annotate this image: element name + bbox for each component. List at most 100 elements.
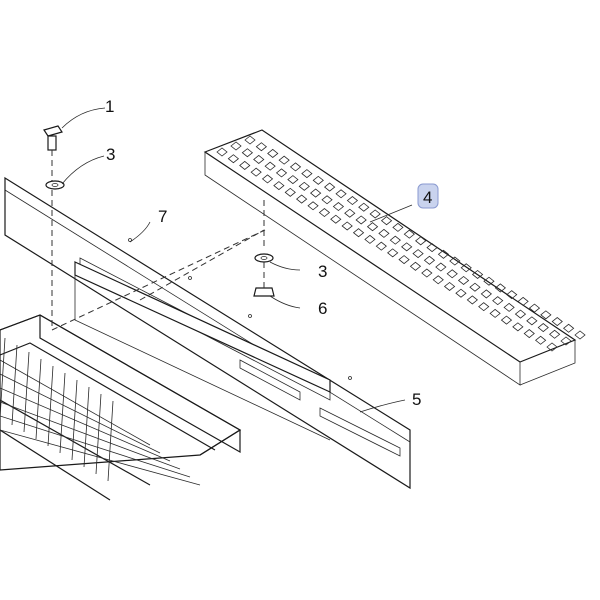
callout-label-5: 5 bbox=[412, 390, 421, 409]
washer-lower bbox=[254, 253, 274, 263]
grate-hole bbox=[324, 182, 336, 192]
grate-hole bbox=[512, 322, 524, 332]
grate-hole bbox=[253, 154, 265, 164]
grate-hole bbox=[278, 155, 290, 165]
grate-hole bbox=[437, 249, 450, 259]
frame-rung bbox=[107, 400, 114, 482]
grate-hole bbox=[483, 276, 495, 286]
grate-hole bbox=[364, 234, 376, 244]
grate-hole bbox=[574, 330, 586, 340]
grate-hole bbox=[261, 174, 274, 184]
grate-hole bbox=[275, 168, 288, 178]
bolt-part-1 bbox=[43, 125, 266, 331]
nut-part-6 bbox=[253, 287, 275, 297]
grate-part-4 bbox=[203, 129, 586, 386]
grate-hole bbox=[284, 187, 296, 197]
frame-rail bbox=[0, 429, 201, 486]
grate-hole bbox=[332, 202, 345, 212]
grate-hole bbox=[389, 235, 401, 245]
frame-rung bbox=[0, 337, 6, 419]
grate-hole bbox=[358, 202, 370, 212]
frame-rail bbox=[0, 415, 191, 478]
grate-hole bbox=[492, 296, 504, 306]
grate-hole bbox=[540, 310, 552, 320]
bracket-part-7 bbox=[74, 261, 331, 441]
grate-hole bbox=[517, 296, 529, 306]
frame-rail bbox=[0, 401, 181, 470]
grate-hole bbox=[548, 329, 561, 339]
grate-hole bbox=[318, 208, 331, 218]
grate-hole bbox=[415, 236, 427, 246]
grate-hole bbox=[344, 208, 356, 218]
grate-hole bbox=[551, 317, 563, 327]
grate-hole bbox=[287, 175, 299, 185]
grate-hole bbox=[216, 147, 228, 157]
grate-hole bbox=[321, 195, 333, 205]
grate-hole bbox=[426, 243, 438, 253]
grate-hole bbox=[506, 290, 518, 300]
callout-label-3-upper: 3 bbox=[106, 145, 115, 164]
grate-hole bbox=[480, 289, 492, 299]
grate-hole bbox=[312, 175, 324, 185]
grate-hole bbox=[514, 309, 527, 319]
grate-hole bbox=[346, 196, 359, 206]
grate-hole bbox=[460, 263, 472, 273]
grate-hole bbox=[255, 142, 268, 152]
grate-hole bbox=[523, 329, 535, 339]
grate-hole bbox=[369, 209, 381, 219]
grate-hole bbox=[244, 135, 256, 145]
grate-hole bbox=[494, 283, 506, 293]
grate-hole bbox=[534, 335, 547, 345]
frame-rung bbox=[59, 372, 66, 454]
callout-label-6: 6 bbox=[318, 299, 327, 318]
grate-hole bbox=[307, 201, 319, 211]
grate-hole bbox=[289, 162, 302, 172]
grate-hole bbox=[264, 161, 276, 171]
grate-hole bbox=[423, 255, 436, 265]
grate-hole bbox=[298, 181, 310, 191]
grate-hole bbox=[227, 154, 240, 164]
grate-hole bbox=[455, 288, 467, 298]
grate-hole bbox=[401, 242, 413, 252]
grate-hole bbox=[471, 269, 484, 279]
callout-label-4: 4 bbox=[423, 188, 432, 207]
grate-hole bbox=[387, 248, 399, 258]
grate-hole bbox=[378, 228, 390, 238]
grate-hole bbox=[449, 256, 461, 266]
grate-hole bbox=[421, 268, 433, 278]
grate-hole bbox=[335, 189, 347, 199]
callout-label-7: 7 bbox=[158, 207, 167, 226]
frame-assembly bbox=[0, 314, 242, 501]
grate-hole bbox=[341, 221, 353, 231]
grate-hole bbox=[560, 336, 572, 346]
frame-rung bbox=[47, 365, 54, 447]
grate-hole bbox=[398, 255, 410, 265]
grate-hole bbox=[446, 269, 458, 279]
grate-hole bbox=[537, 323, 549, 333]
washer-upper bbox=[45, 180, 65, 190]
grate-hole bbox=[469, 282, 481, 292]
callout-leaders bbox=[61, 107, 413, 413]
callout-label-1: 1 bbox=[105, 97, 114, 116]
callout-highlight-4: 4 bbox=[417, 183, 439, 209]
grate-hole bbox=[528, 303, 541, 313]
callout-label-3-lower: 3 bbox=[318, 262, 327, 281]
grate-hole bbox=[562, 323, 575, 333]
grate-hole bbox=[489, 308, 501, 318]
grate-hole bbox=[273, 181, 285, 191]
grate-hole bbox=[250, 167, 262, 177]
grate-hole bbox=[412, 249, 424, 259]
grate-hole bbox=[239, 160, 251, 170]
grate-hole bbox=[380, 216, 393, 226]
grate-hole-pattern bbox=[216, 135, 586, 352]
grate-hole bbox=[409, 261, 422, 271]
frame-rung bbox=[35, 358, 42, 440]
grate-hole bbox=[503, 302, 515, 312]
frame-rung bbox=[11, 344, 18, 426]
grate-hole bbox=[392, 222, 404, 232]
grate-hole bbox=[457, 275, 470, 285]
frame-rungs bbox=[0, 337, 201, 486]
grate-hole bbox=[230, 141, 242, 151]
grate-hole bbox=[267, 148, 279, 158]
